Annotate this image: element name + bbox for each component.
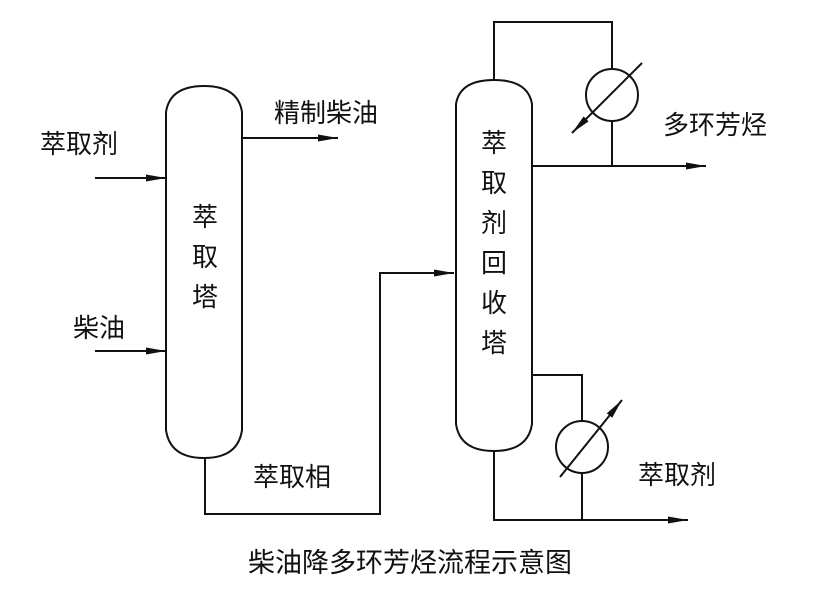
extract-phase-label: 萃取相 bbox=[253, 463, 332, 493]
extraction-tower bbox=[165, 84, 243, 460]
recovery-tower bbox=[455, 78, 533, 453]
refined-diesel-label: 精制柴油 bbox=[274, 99, 379, 129]
recovery-tower-char: 取 bbox=[480, 169, 507, 199]
diesel-in-label: 柴油 bbox=[73, 314, 126, 344]
extract-phase-line bbox=[204, 269, 454, 515]
extraction-tower-label: 萃 取 塔 bbox=[185, 198, 225, 318]
pah-out-label: 多环芳烃 bbox=[663, 111, 768, 141]
recovery-tower-char: 收 bbox=[480, 289, 507, 319]
recovery-tower-char: 回 bbox=[480, 249, 507, 279]
solvent-outlet-line bbox=[493, 451, 688, 524]
reboiler-feed-line bbox=[532, 374, 583, 421]
recovery-tower-char: 剂 bbox=[480, 209, 507, 239]
reboiler bbox=[555, 420, 609, 474]
recovery-tower-char: 萃 bbox=[480, 129, 507, 159]
extraction-tower-char: 塔 bbox=[191, 283, 218, 313]
recovery-tower-char: 塔 bbox=[480, 329, 507, 359]
condenser bbox=[585, 68, 639, 122]
reboiler-heating-line bbox=[559, 399, 623, 478]
diagram-caption: 柴油降多环芳烃流程示意图 bbox=[248, 548, 572, 579]
solvent-in-label: 萃取剂 bbox=[40, 130, 119, 160]
extraction-tower-char: 取 bbox=[191, 243, 218, 273]
extraction-tower-char: 萃 bbox=[191, 203, 218, 233]
solvent-out-label: 萃取剂 bbox=[638, 461, 717, 491]
recovery-tower-label: 萃 取 剂 回 收 塔 bbox=[474, 124, 514, 364]
condenser-coolant-line bbox=[571, 62, 643, 134]
overhead-line bbox=[493, 21, 613, 80]
